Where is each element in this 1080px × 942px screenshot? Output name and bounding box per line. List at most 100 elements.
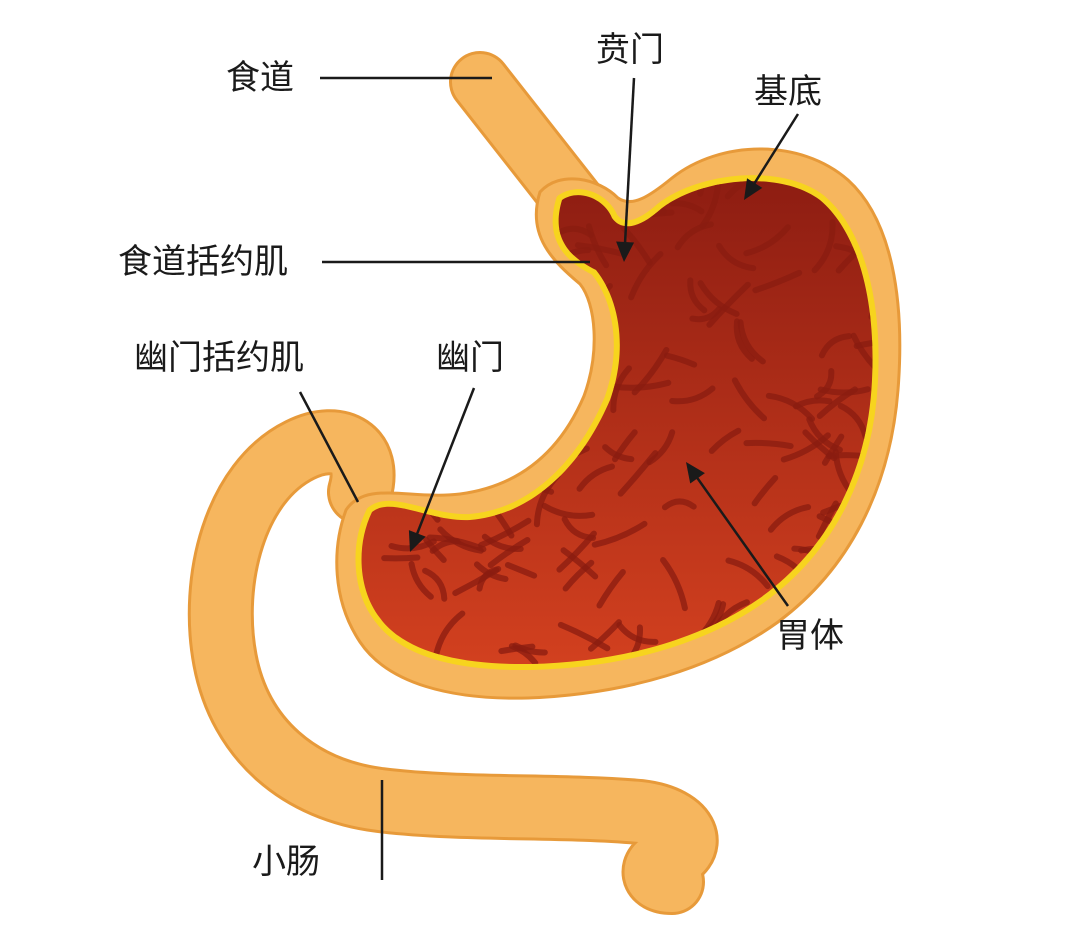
ruga-fold — [372, 416, 421, 432]
ruga-fold — [860, 631, 873, 665]
ruga-fold — [716, 242, 757, 272]
ruga-fold — [405, 206, 430, 258]
label-lower-esophageal-sphincter: 食道括约肌 — [118, 242, 288, 282]
ruga-fold — [814, 368, 835, 400]
ruga-fold — [731, 377, 768, 422]
ruga-fold — [509, 221, 534, 253]
arrowhead — [686, 462, 705, 484]
ruga-fold — [556, 530, 597, 573]
ruga-fold — [502, 323, 547, 359]
ruga-fold — [403, 199, 456, 216]
ruga-fold — [751, 474, 779, 507]
ruga-fold — [402, 239, 460, 261]
ruga-fold — [452, 567, 500, 597]
ruga-fold — [478, 517, 532, 549]
leader-fundus — [744, 113, 800, 200]
ruga-fold — [811, 219, 836, 274]
ruga-fold — [477, 437, 512, 456]
ruga-fold — [554, 225, 594, 239]
label-pyloric-sphincter: 幽门括约肌 — [134, 338, 304, 378]
ruga-fold — [487, 375, 530, 387]
ruga-fold — [733, 318, 755, 362]
ruga-fold — [674, 221, 714, 251]
ruga-fold — [498, 643, 536, 655]
leader-lines — [298, 76, 800, 880]
ruga-fold — [616, 622, 659, 645]
ruga-fold — [859, 570, 873, 605]
ruga-fold — [400, 195, 432, 226]
ruga-fold — [743, 439, 794, 450]
ruga-fold — [818, 333, 853, 359]
ruga-fold — [485, 392, 507, 425]
ruga-fold — [725, 557, 771, 590]
ruga-fold — [697, 181, 716, 197]
ruga-fold — [576, 463, 615, 492]
ruga-fold — [850, 332, 873, 376]
ruga-fold — [476, 286, 535, 302]
ruga-fold — [462, 456, 491, 491]
leader-body — [686, 462, 790, 607]
ruga-fold — [879, 167, 892, 197]
ruga-fold — [706, 281, 751, 328]
ruga-fold — [381, 554, 421, 562]
label-small-intestine: 小肠 — [252, 842, 320, 882]
ruga-fold — [724, 181, 755, 200]
label-body: 胃体 — [776, 616, 844, 656]
ruga-fold — [394, 262, 428, 300]
ruga-fold — [432, 610, 466, 660]
small-intestine-shape — [187, 409, 719, 915]
ruga-fold — [602, 444, 635, 463]
ruga-fold — [765, 392, 816, 422]
ruga-fold — [421, 194, 448, 218]
label-pylorus: 幽门 — [436, 338, 504, 378]
ruga-fold — [440, 232, 482, 247]
ruga-fold — [661, 498, 697, 511]
ruga-fold — [386, 309, 435, 317]
ruga-fold — [443, 233, 474, 265]
ruga-fold — [866, 181, 873, 196]
ruga-fold — [517, 301, 567, 312]
arrowhead — [616, 241, 635, 262]
ruga-fold — [487, 537, 531, 569]
ruga-fold — [802, 429, 838, 462]
ruga-fold — [361, 358, 406, 374]
ruga-fold — [448, 211, 481, 266]
ruga-fold — [752, 269, 803, 294]
ruga-fold — [361, 316, 410, 345]
leader-pyloric-sphincter — [298, 391, 360, 503]
ruga-fold — [669, 200, 705, 215]
ruga-fold — [442, 187, 476, 202]
ruga-fold — [689, 306, 723, 323]
ruga-fold — [697, 280, 740, 317]
ruga-fold — [669, 385, 716, 405]
ruga-fold — [660, 557, 688, 612]
ruga-fold — [737, 319, 766, 365]
ruga-fold — [767, 504, 812, 533]
ruga-fold — [408, 560, 434, 600]
ruga-fold — [628, 251, 664, 301]
ruga-fold — [848, 565, 873, 579]
ruga-fold — [422, 567, 448, 602]
ruga-fold — [663, 352, 698, 368]
ruga-fold — [837, 402, 869, 440]
ruga-fold — [429, 538, 461, 554]
label-esophagus: 食道 — [226, 58, 294, 98]
ruga-fold — [743, 224, 791, 257]
ruga-fold — [708, 427, 742, 454]
ruga-fold — [541, 502, 596, 519]
ruga-fold — [440, 251, 480, 290]
ruga-fold — [591, 520, 648, 548]
ruga-fold — [560, 547, 599, 580]
ruga-fold — [497, 439, 516, 477]
label-fundus: 基底 — [754, 72, 822, 112]
ruga-fold — [574, 242, 626, 257]
ruga-fold — [539, 353, 566, 406]
ruga-fold — [611, 379, 672, 391]
ruga-fold — [617, 450, 659, 497]
ruga-fold — [596, 569, 626, 609]
ruga-fold — [364, 232, 409, 256]
ruga-fold — [481, 533, 524, 552]
ruga-fold — [562, 559, 595, 592]
